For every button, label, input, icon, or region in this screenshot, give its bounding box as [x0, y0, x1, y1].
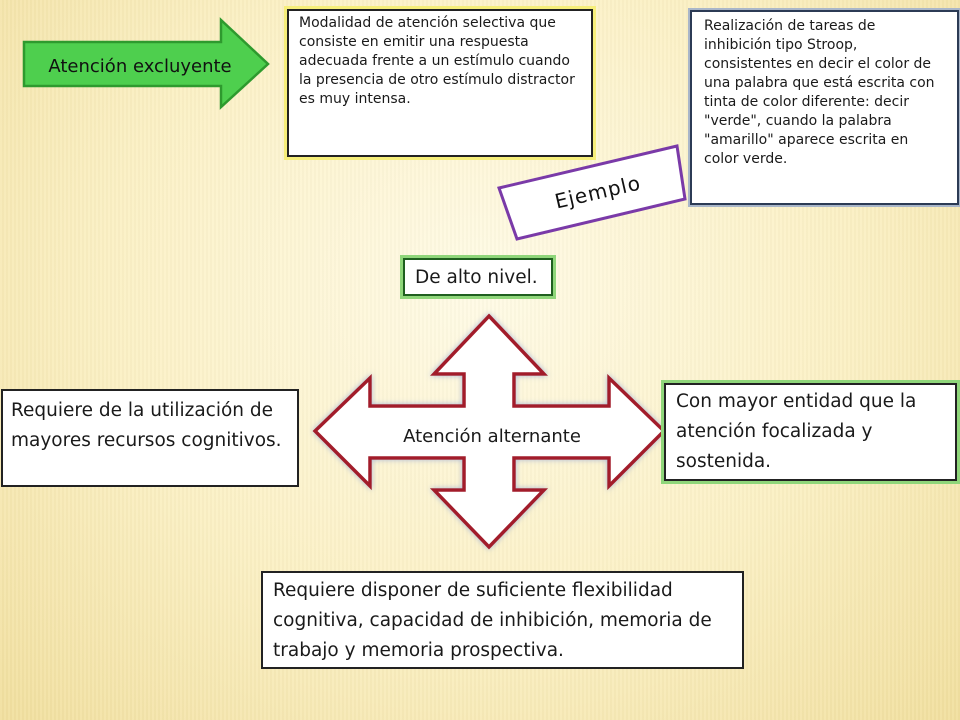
exclusive-arrow-label: Atención excluyente [48, 56, 231, 77]
definition-text: Modalidad de atención selectiva que cons… [299, 15, 575, 107]
flexibility-box: Requiere disponer de suficiente flexibil… [261, 571, 744, 669]
exclusive-arrow-shape [22, 17, 270, 110]
resources-box: Requiere de la utilización de mayores re… [1, 389, 299, 487]
flexibility-text: Requiere disponer de suficiente flexibil… [273, 580, 712, 661]
high-level-text: De alto nivel. [415, 267, 538, 288]
resources-text: Requiere de la utilización de mayores re… [11, 400, 282, 451]
example-box: Realización de tareas de inhibición tipo… [690, 10, 959, 205]
entity-text: Con mayor entidad que la atención focali… [676, 391, 917, 472]
example-tag-shape [497, 144, 687, 241]
four-way-arrow-shape [312, 313, 667, 550]
center-label: Atención alternante [403, 426, 581, 447]
definition-box: Modalidad de atención selectiva que cons… [287, 9, 593, 157]
entity-box: Con mayor entidad que la atención focali… [664, 383, 957, 481]
example-text: Realización de tareas de inhibición tipo… [704, 18, 935, 167]
high-level-box: De alto nivel. [403, 258, 553, 296]
